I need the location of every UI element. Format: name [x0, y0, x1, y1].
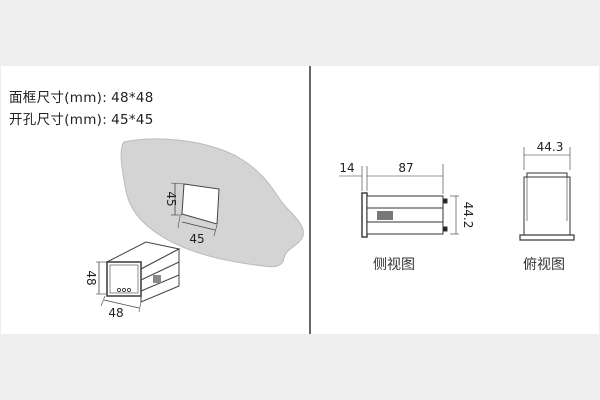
cutout-width-dim: 45 — [189, 232, 204, 246]
bezel-size-value: 48*48 — [111, 90, 154, 106]
front-height-dim: 48 — [84, 270, 98, 285]
side-front-depth-dim: 14 — [339, 161, 354, 175]
side-height-dim: 44.2 — [461, 202, 475, 229]
top-width-dim: 44.3 — [537, 140, 564, 154]
cutout-size-value: 45*45 — [111, 112, 154, 128]
drawing-layer: 45 45 48 48 — [84, 138, 575, 320]
mounting-panel: 45 45 — [120, 138, 304, 268]
side-body-depth-dim: 87 — [398, 161, 413, 175]
cutout-size-spec: 开孔尺寸(mm):45*45 — [9, 108, 154, 128]
cutout-height-dim: 45 — [164, 191, 178, 206]
top-view-caption: 俯视图 — [523, 257, 565, 273]
cutout-size-label: 开孔尺寸(mm): — [9, 112, 108, 128]
side-view-drawing — [339, 164, 459, 238]
vertical-divider — [309, 66, 311, 334]
side-view-caption: 侧视图 — [373, 257, 415, 273]
meter-isometric — [96, 241, 181, 313]
front-width-dim: 48 — [108, 306, 123, 320]
bezel-size-spec: 面框尺寸(mm):48*48 — [9, 86, 154, 106]
diagram-canvas: 面框尺寸(mm):48*48 开孔尺寸(mm):45*45 45 45 — [1, 66, 599, 334]
bezel-size-label: 面框尺寸(mm): — [9, 90, 108, 106]
top-view-drawing — [519, 147, 575, 241]
